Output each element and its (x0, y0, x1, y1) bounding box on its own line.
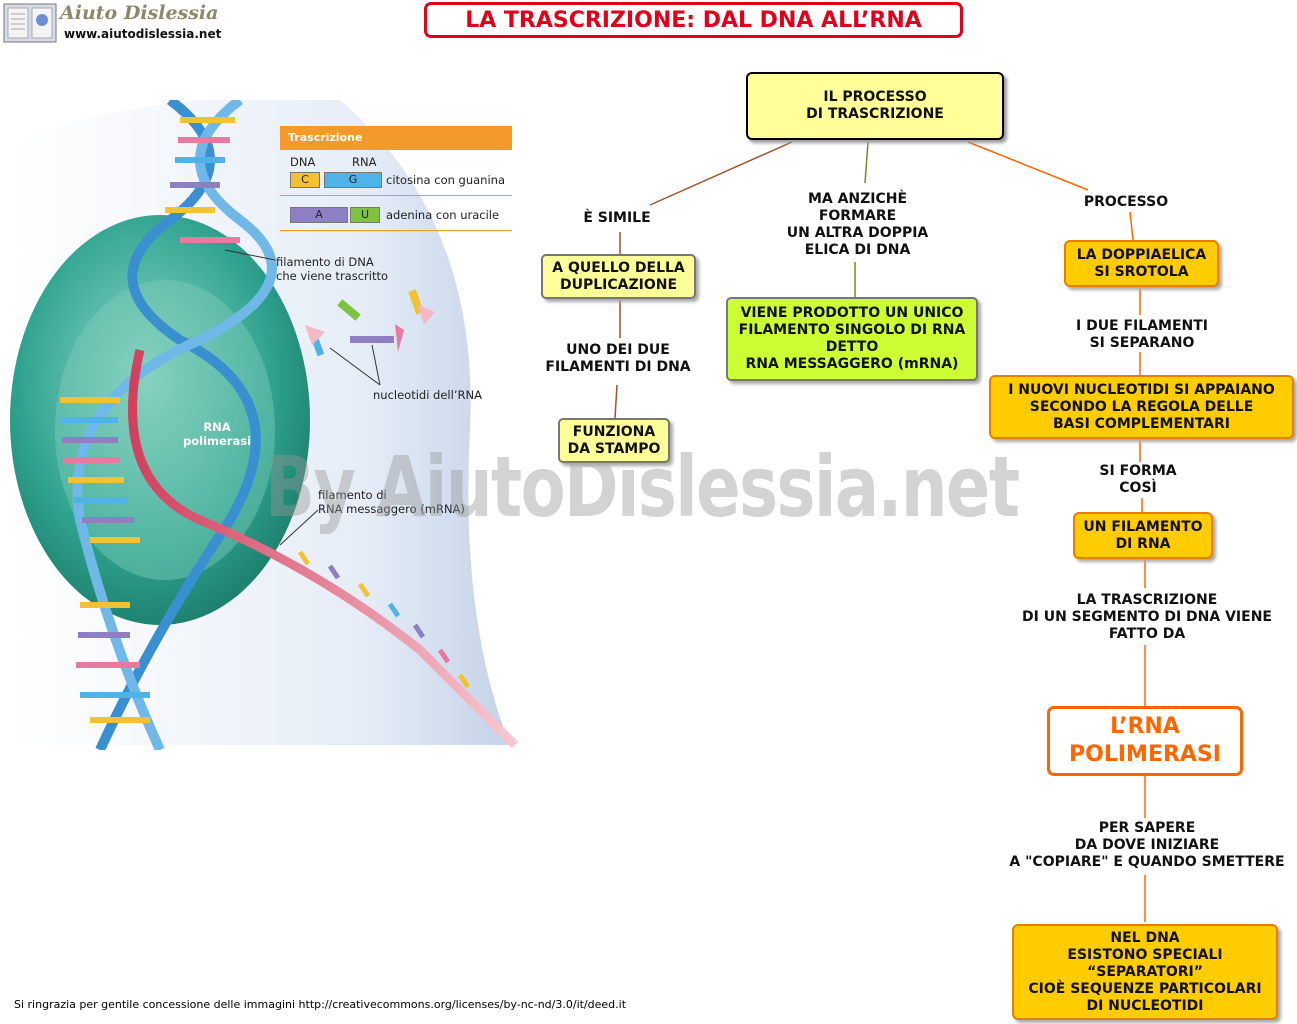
right-link3-label: SI FORMA COSÌ (1099, 463, 1177, 496)
legend-col-dna: DNA (290, 155, 316, 169)
right-link4-label: LA TRASCRIZIONE DI UN SEGMENTO DI DNA VI… (1022, 592, 1272, 642)
mrna-bases (297, 550, 471, 689)
image-credit: Si ringrazia per gentile concessione del… (14, 998, 627, 1011)
label-polymerase: RNA polimerasi (183, 420, 252, 448)
logo-url[interactable]: www.aiutodislessia.net (64, 27, 222, 41)
label-dna-strand: filamento di DNA che viene trascritto (276, 255, 389, 283)
label-mrna: filamento di RNA messaggero (mRNA) (318, 488, 465, 516)
free-nucleotides (305, 289, 435, 357)
final-node-separators: NEL DNA ESISTONO SPECIALI “SEPARATORI” C… (1012, 924, 1278, 1020)
mrna-strand (128, 348, 519, 749)
label-nucleotides: nucleotidi dell’RNA (373, 388, 482, 402)
pointer-line-dna (224, 249, 276, 261)
transcription-illustration (10, 100, 519, 750)
dna-strand-light (72, 100, 277, 750)
logo-name: Aiuto Dislessia (60, 2, 219, 24)
book-logo-icon (3, 3, 57, 43)
legend-bottom-rule (280, 230, 512, 231)
legend-c-tag: C (290, 172, 320, 188)
right-link5-label: PER SAPERE DA DOVE INIZIARE A "COPIARE" … (1009, 820, 1285, 870)
right-node-rna-strand: UN FILAMENTO DI RNA (1073, 512, 1213, 559)
pointer-line-nucleotides (329, 347, 381, 386)
mid-node-mrna: VIENE PRODOTTO UN UNICO FILAMENTO SINGOL… (726, 297, 978, 381)
legend-title: Trascrizione (280, 126, 512, 150)
left-link2-label: UNO DEI DUE FILAMENTI DI DNA (545, 342, 691, 375)
left-node-duplication: A QUELLO DELLA DUPLICAZIONE (541, 254, 696, 299)
pointer-line-mrna (279, 509, 319, 546)
legend-panel: Trascrizione DNA RNA C G citosina con gu… (280, 126, 512, 232)
legend-pair1-text: citosina con guanina (386, 173, 505, 187)
page-title: LA TRASCRIZIONE: DAL DNA ALL’RNA (424, 2, 963, 38)
legend-pair2-text: adenina con uracile (386, 208, 500, 222)
base-pairs (60, 117, 240, 723)
root-node: IL PROCESSO DI TRASCRIZIONE (746, 72, 1004, 140)
right-node-unwind: LA DOPPIAELICA SI SROTOLA (1064, 240, 1219, 287)
left-link-label: È SIMILE (583, 210, 651, 226)
right-link2-label: I DUE FILAMENTI SI SEPARANO (1075, 318, 1208, 351)
site-logo: Aiuto Dislessia www.aiutodislessia.net (2, 0, 221, 46)
legend-u-tag: U (350, 207, 380, 223)
left-node-template: FUNZIONA DA STAMPO (558, 418, 670, 463)
right-node-pairing: I NUOVI NUCLEOTIDI SI APPAIANO SECONDO L… (989, 375, 1294, 439)
big-node-polymerase: L’RNA POLIMERASI (1047, 706, 1243, 776)
dna-strand-blue (95, 100, 261, 750)
right-link-label: PROCESSO (1083, 194, 1169, 210)
legend-g-tag: G (324, 172, 382, 188)
legend-a-tag: A (290, 207, 348, 223)
legend-col-rna: RNA (352, 155, 377, 169)
mid-link-label: MA ANZICHÈ FORMARE UN ALTRA DOPPIA ELICA… (786, 191, 929, 258)
legend-divider (280, 195, 512, 196)
